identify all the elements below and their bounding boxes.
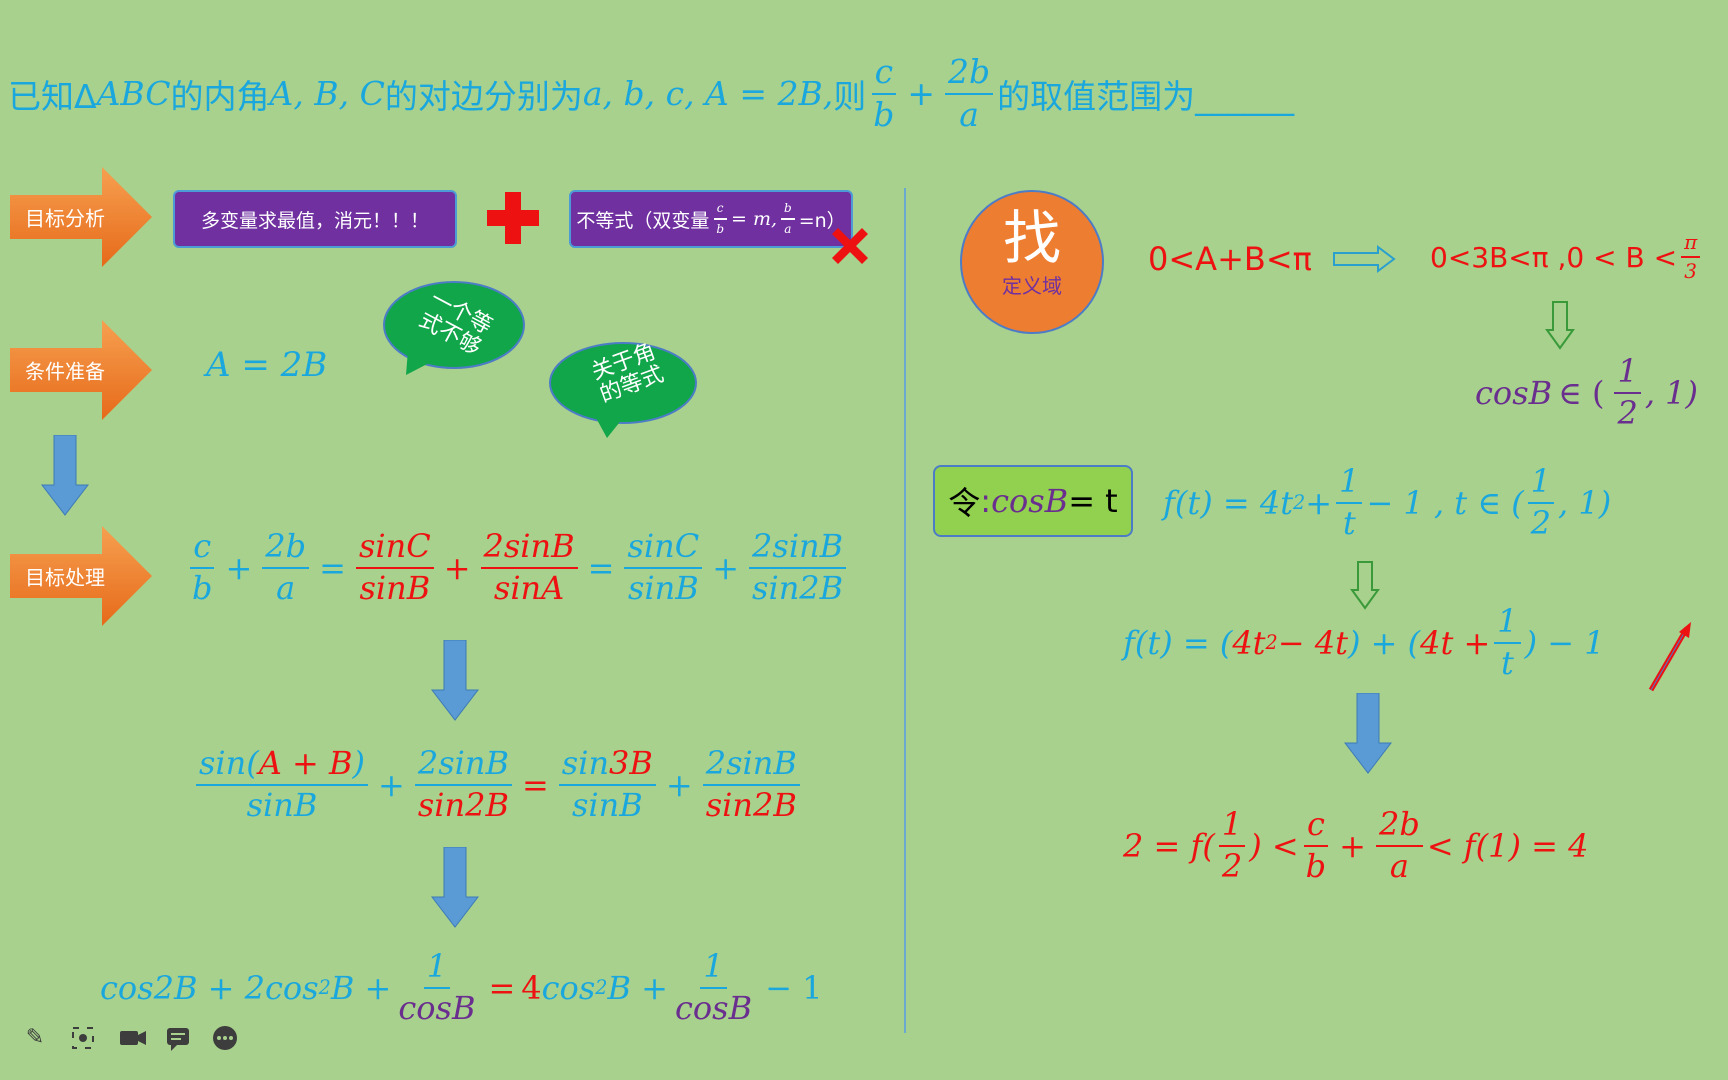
green-down-arrow-icon [1350, 560, 1380, 614]
problem-title: 已知Δ ABC 的内角 A, B, C 的对边分别为 a, b, c, A = … [8, 52, 1295, 134]
arrow-label-target-process: 目标处理 [10, 526, 160, 626]
orange-arrow-icon [10, 320, 152, 420]
green-down-arrow-icon [1545, 300, 1575, 354]
comment-icon[interactable] [165, 1025, 191, 1051]
red-x-icon [826, 222, 874, 274]
title-angles: A, B, C [269, 74, 385, 114]
arrow-label-condition-prep: 条件准备 [10, 320, 160, 420]
right-arrow-icon [1332, 245, 1398, 277]
label-condition-prep: 条件准备 [25, 359, 105, 384]
condition-expr: A = 2B [206, 345, 328, 385]
label-target-process: 目标处理 [25, 565, 105, 590]
title-plus: + [907, 74, 936, 114]
let-box: 令 : cosB = t [933, 465, 1133, 537]
domain-left: 0<A+B<π [1148, 240, 1312, 278]
find-char: 找 [1002, 204, 1061, 272]
box-multi-variable: 多变量求最值，消元！！！ [173, 190, 457, 248]
down-arrow-icon [430, 639, 480, 726]
orange-arrow-icon [10, 526, 152, 626]
bubble-about-angle [545, 338, 705, 447]
title-prefix: 已知Δ [8, 76, 97, 116]
red-plus-icon [485, 190, 541, 250]
arrow-label-target-analysis: 目标分析 [10, 167, 160, 267]
orange-arrow-icon [10, 167, 152, 267]
increasing-arrow-icon [1645, 620, 1695, 699]
title-mid2: 的对边分别为 [384, 76, 583, 116]
camera-icon[interactable] [118, 1025, 146, 1051]
find-domain-circle: 找 定义域 [960, 190, 1104, 334]
down-arrow-icon [1343, 692, 1393, 779]
pencil-icon[interactable]: ✎ [25, 1025, 45, 1050]
title-suffix: 的取值范围为______ [997, 76, 1295, 116]
bubble-one-equation [378, 275, 538, 379]
down-arrow-icon [40, 434, 90, 521]
down-arrow-icon [430, 846, 480, 933]
title-sides: a, b, c, A = 2B, [582, 74, 834, 114]
screenshot-icon[interactable] [70, 1025, 96, 1051]
divider [904, 188, 906, 1033]
label-target-analysis: 目标分析 [25, 206, 105, 231]
title-mid3: 则 [833, 76, 867, 116]
domain-label: 定义域 [1002, 274, 1062, 298]
title-abc: ABC [96, 74, 171, 114]
more-icon[interactable] [212, 1025, 238, 1051]
title-mid1: 的内角 [170, 76, 270, 116]
